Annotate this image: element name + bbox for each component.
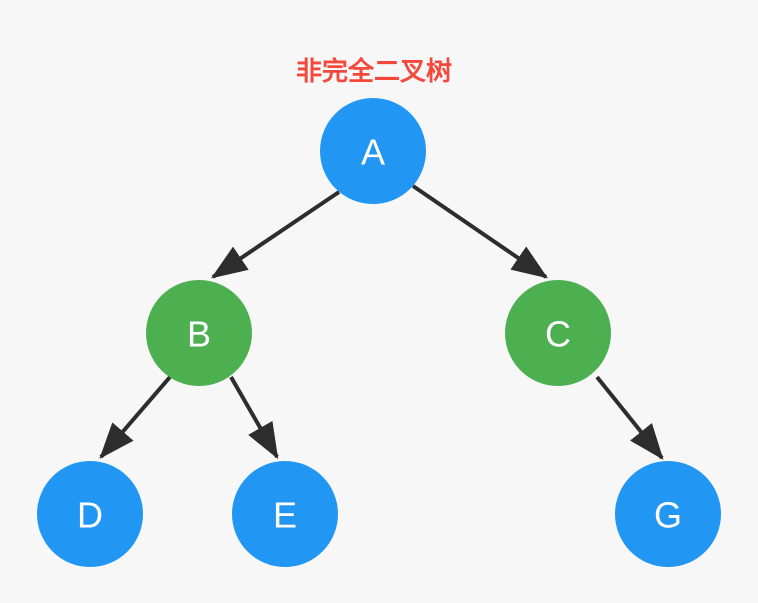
edge-group: [99, 184, 664, 460]
edge-a-to-b: [211, 190, 341, 279]
node-label-b: B: [187, 314, 211, 355]
tree-node-e[interactable]: E: [232, 461, 338, 567]
node-label-e: E: [273, 495, 297, 536]
node-label-a: A: [361, 132, 385, 173]
edge-c-to-g: [595, 375, 664, 460]
node-circle-a[interactable]: [320, 98, 426, 204]
node-label-g: G: [654, 495, 682, 536]
tree-node-c[interactable]: C: [505, 280, 611, 386]
page-title: 非完全二叉树: [296, 56, 452, 86]
edge-b-to-e: [229, 376, 279, 460]
node-label-d: D: [77, 495, 103, 536]
node-circle-e[interactable]: [232, 461, 338, 567]
node-circle-d[interactable]: [37, 461, 143, 567]
tree-node-g[interactable]: G: [615, 461, 721, 567]
tree-node-a[interactable]: A: [320, 98, 426, 204]
node-circle-g[interactable]: [615, 461, 721, 567]
node-circle-c[interactable]: [505, 280, 611, 386]
tree-node-b[interactable]: B: [146, 280, 252, 386]
node-circle-b[interactable]: [146, 280, 252, 386]
node-group: A B C D E G: [37, 98, 721, 567]
edge-b-to-d: [99, 375, 172, 459]
node-label-c: C: [545, 314, 571, 355]
edge-a-to-c: [411, 184, 548, 279]
tree-node-d[interactable]: D: [37, 461, 143, 567]
